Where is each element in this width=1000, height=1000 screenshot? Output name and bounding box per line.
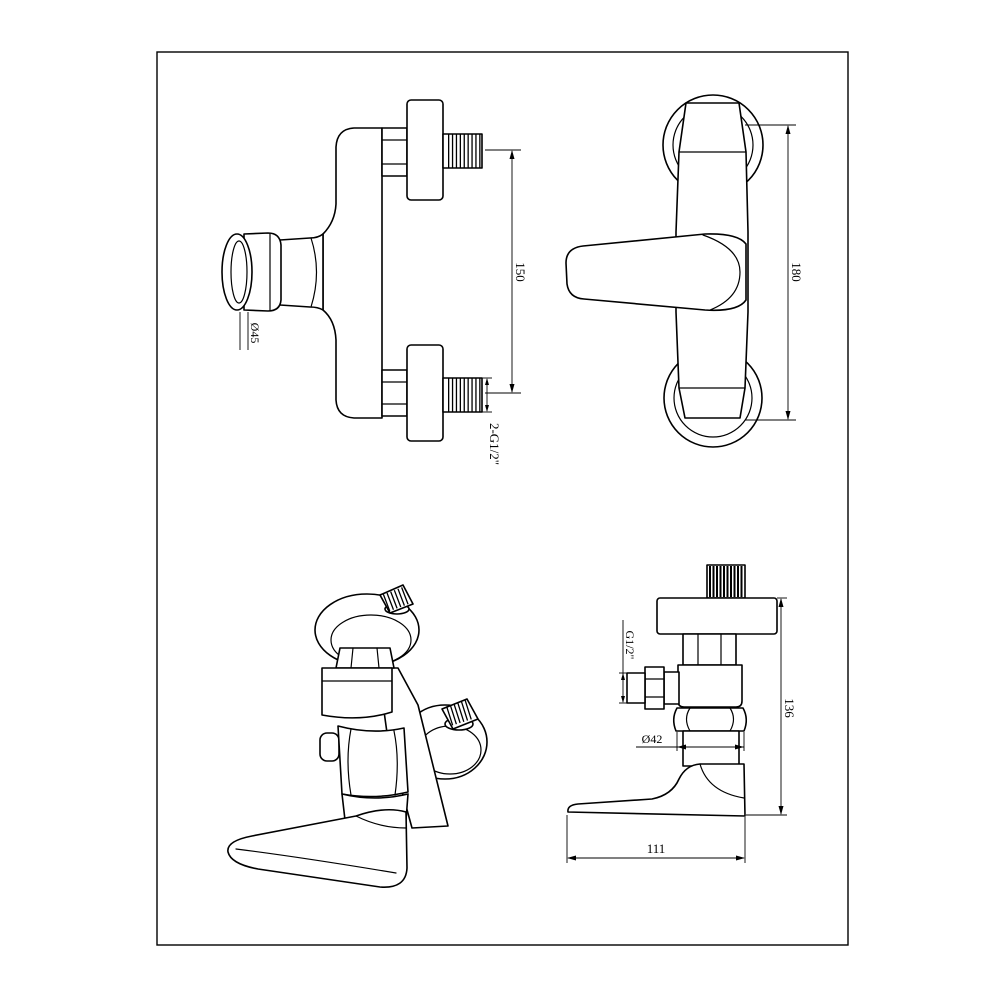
bottom-hex-nut [381,369,408,417]
iso-hex-nut [335,647,395,669]
knob-face-inner [230,240,248,304]
dim-111-arrow-left [567,855,576,861]
bottom-wall-flange [406,344,444,442]
front-view: 150 Ø45 2-G1/2" [221,99,528,465]
side-lever-edge-line [699,763,745,799]
valve-body [322,127,383,419]
dim-150-arrow-bottom [509,384,515,393]
iso-side-knob [319,732,340,762]
dim-180-arrow-bottom [785,411,791,420]
iso-hex-nut-face-line [376,647,380,669]
dim-180-label: 180 [789,262,804,282]
dim-136-arrow-bottom [778,806,784,815]
dim-inlet-thread-arrow-bottom [485,405,489,412]
side-view: G1/2" Ø42 136 111 [566,564,797,863]
dim-outlet-thread-arrow-bottom [621,696,625,703]
dim-111-label: 111 [647,841,666,856]
side-outlet-hex [644,666,665,710]
lever-boss-line [702,234,741,311]
dim-outlet-thread-label: G1/2" [623,631,637,660]
dim-180-arrow-top [785,125,791,134]
side-outlet-tip [626,672,646,704]
dim-136-arrow-top [778,598,784,607]
iso-upper-body [321,667,393,719]
dim-outlet-thread-arrow-top [621,673,625,680]
top-wall-flange [406,99,444,201]
iso-hex-nut-face-line [350,647,354,669]
side-knob-rib [685,707,691,732]
iso-housing-rib [347,728,352,796]
iso-housing-rib [393,730,398,796]
side-ribbed-knob [672,707,748,732]
dim-body-diameter-arrow-left [677,744,686,750]
side-hex-nut [682,633,737,666]
top-view: 180 [565,94,804,448]
isometric-view [227,584,488,888]
dim-body-diameter-label: Ø42 [642,732,663,746]
dim-111-arrow-right [736,855,745,861]
side-wall-flange [656,597,778,635]
side-upper-body [677,664,743,708]
side-stem [682,730,740,767]
iso-lever-handle [227,808,408,888]
side-knob-rib [729,707,735,732]
dim-150-label: 150 [513,262,528,282]
top-hex-nut [381,127,408,177]
knob-stem [279,233,324,311]
stem-saddle-line [310,237,318,308]
iso-lever-edge-line [235,848,397,874]
dim-inlet-thread-arrow-top [485,378,489,385]
dim-body-diameter-arrow-right [735,744,744,750]
side-lever-handle [567,763,746,817]
lever-handle [565,233,747,312]
dim-inlet-thread-label: 2-G1/2" [487,423,502,465]
dim-knob-diameter-label: Ø45 [248,323,262,344]
drawing-frame [156,51,849,946]
knob-face [221,233,253,311]
side-outlet-cylinder [663,671,680,705]
iso-lever-ridge-line [355,815,407,829]
knob-band [243,232,282,312]
dim-136-label: 136 [782,698,797,718]
dim-150-arrow-top [509,150,515,159]
